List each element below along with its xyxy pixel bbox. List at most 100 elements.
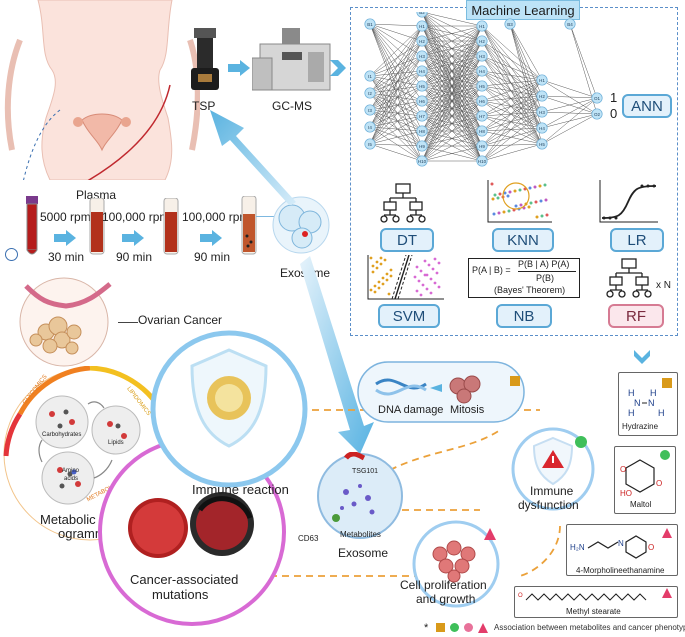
knn-point [506,194,510,198]
knn-point [534,200,538,204]
ann-node [416,80,428,92]
arrow-right-icon [330,60,346,76]
immune-reaction-circle [150,330,308,488]
ann-node [564,18,576,30]
ann-edge [481,70,543,81]
blood-tube-icon [26,196,38,255]
ann-edge [569,23,598,99]
morpholine-structure-box [566,524,678,576]
ann-edge [481,115,543,129]
ann-edge [541,97,598,113]
arrow-right-icon [228,60,250,76]
step1-speed: 5000 rpm [40,210,91,224]
ann-edge [481,85,543,145]
knn-point [514,204,518,208]
ann-node [416,35,428,47]
ann-edge [369,126,423,147]
knn-point [503,191,507,195]
ann-edge [481,100,543,145]
ann-node-label: I5 [368,142,372,147]
svg-text:HO: HO [620,489,632,498]
knn-point [528,186,532,190]
maltol-structure: O HO O [620,459,662,498]
ann-edge [481,79,543,117]
ann-edge [481,25,543,129]
svm-point [389,274,393,278]
tsg101-label: TSG101 [352,468,379,475]
knn-point [545,213,549,217]
ann-edge [369,70,423,111]
ovarian-callout-line [118,322,138,323]
knn-point [539,199,543,203]
morpholine-structure: H₂N N O [570,535,654,559]
knn-point [519,203,523,207]
ann-edge [481,85,543,97]
knn-point [490,182,494,186]
ann-edge [421,12,483,162]
ann-edge [369,23,423,117]
gcms-label: GC-MS [272,99,312,113]
ann-node [591,92,603,104]
methyl-stearate-label: Methyl stearate [566,607,621,616]
metabolites-label: Metabolites [340,530,381,539]
ann-edge [369,70,423,77]
ann-edge [369,115,423,128]
ann-edge [421,25,483,57]
ann-node [476,50,488,62]
hydrazine-badge [662,378,672,388]
ann-node-label: I2 [368,91,372,96]
ann-edge [369,23,423,27]
svm-point [379,256,383,260]
ann-edge [369,25,423,128]
rf-multiplier: x N [656,280,671,291]
ann-node [476,110,488,122]
ann-edge [369,40,423,128]
ann-edge [509,23,543,113]
maltol-badge [660,450,670,460]
proliferation-line2: and growth [416,592,476,606]
arrow-right-icon [54,230,76,246]
ann-edge [421,12,483,147]
legend-green-sphere-icon [450,623,459,632]
ann-edge [369,70,423,145]
ann-edge [369,23,423,147]
ann-edge [481,79,543,87]
supernatant-tube-icon [163,198,179,255]
ann-node-label: H3 [419,54,425,59]
svg-text:O: O [648,543,654,552]
svm-point [433,281,437,285]
rf-label: RF [608,304,664,328]
ann-edge [481,55,543,97]
svm-point [431,267,435,271]
svg-text:O: O [518,593,523,599]
ann-edge [421,12,483,72]
svm-point [417,279,421,283]
ann-edge [481,143,543,147]
ann-node [476,140,488,152]
ann-node [536,106,548,118]
svm-point [371,264,375,268]
ann-edge [421,12,483,117]
svg-text:O: O [620,465,626,474]
association-links [180,409,561,577]
ann-node [416,20,428,32]
ann-edge [369,25,423,111]
ann-node-label: I3 [368,108,372,113]
arrow-right-icon [122,230,144,246]
ann-node [364,121,376,133]
mitosis-label: Mitosis [450,404,485,416]
ann-edge [481,111,543,162]
knn-point [502,210,506,214]
svm-point [423,273,427,277]
ann-edge [369,130,423,145]
svg-text:H: H [628,388,635,398]
immune-reaction-label: Immune reaction [192,482,289,497]
nb-formula-lhs: P(A | B) = [472,265,511,275]
magnifier-icon [5,248,18,261]
ann-edge [481,70,543,145]
ann-edge [481,79,543,147]
ann-edge [369,126,423,162]
ann-edge [369,92,423,147]
ml-title: Machine Learning [471,2,575,18]
